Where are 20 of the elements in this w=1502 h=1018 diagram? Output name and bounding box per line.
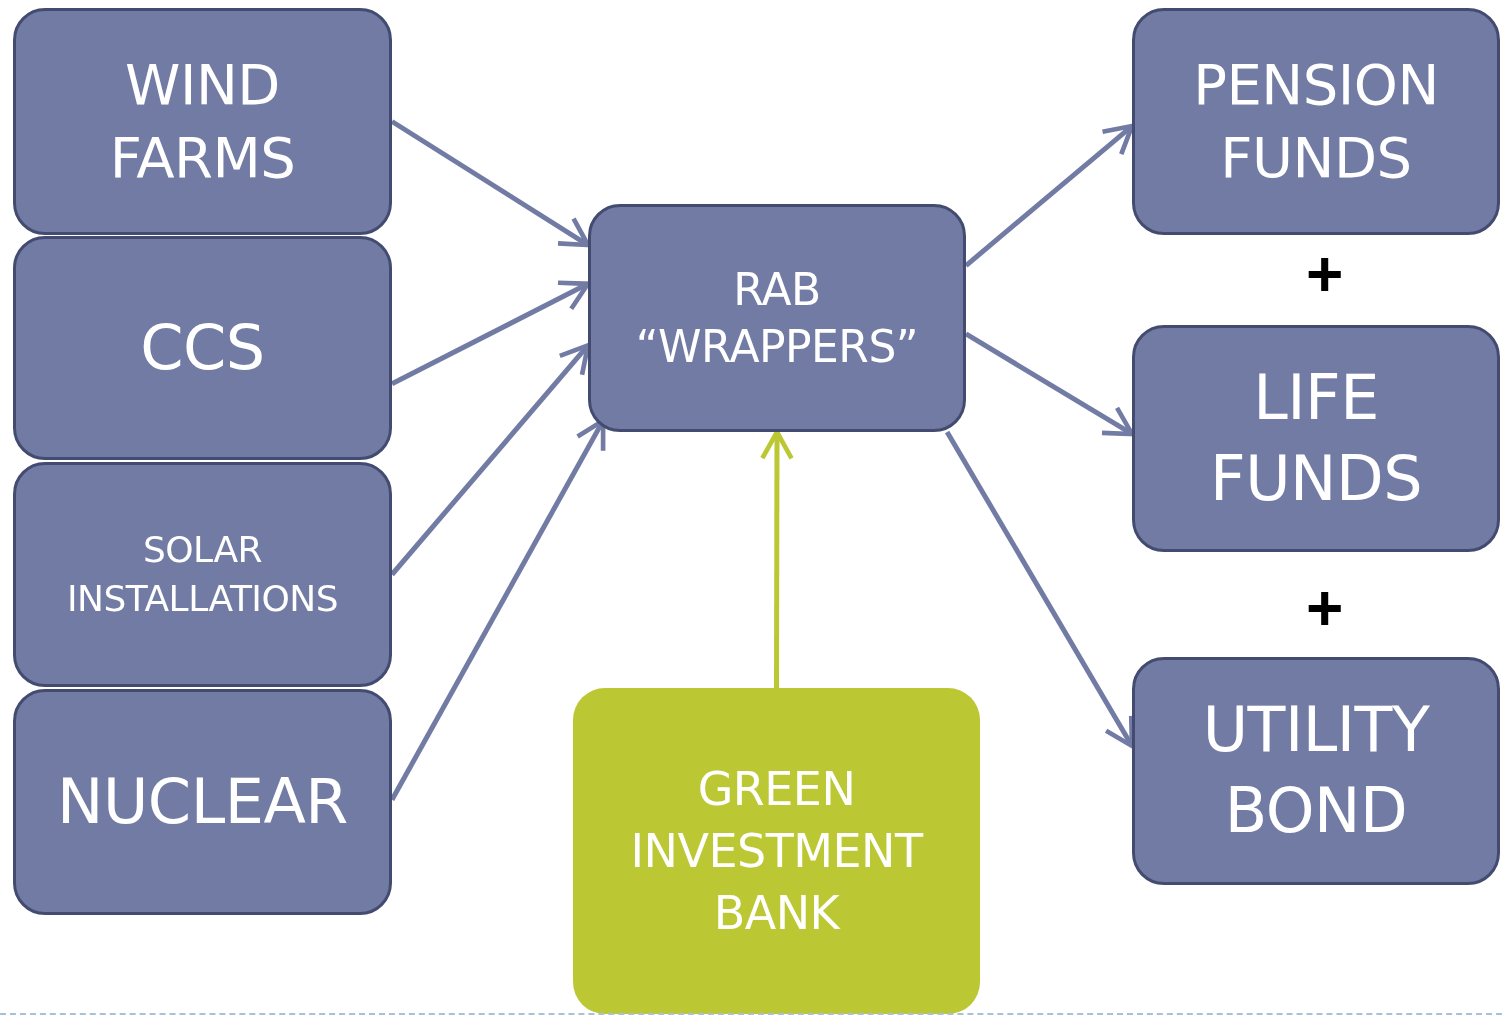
node-label: GREEN INVESTMENT BANK bbox=[629, 760, 925, 943]
node-label: NUCLEAR bbox=[57, 764, 348, 840]
process-box bbox=[13, 236, 392, 460]
process-box bbox=[13, 462, 392, 687]
node-label: SOLAR INSTALLATIONS bbox=[65, 527, 340, 621]
process-box bbox=[13, 8, 392, 235]
process-box bbox=[1132, 8, 1500, 235]
node-label: PENSION FUNDS bbox=[1192, 50, 1440, 192]
process-box bbox=[588, 204, 966, 432]
process-box bbox=[1132, 657, 1500, 885]
process-box bbox=[1132, 325, 1500, 552]
node-label: LIFE FUNDS bbox=[1209, 359, 1423, 517]
plus-sign: + bbox=[1306, 242, 1344, 306]
process-box bbox=[13, 689, 392, 915]
node-label: UTILITY BOND bbox=[1201, 692, 1431, 849]
bank-box bbox=[573, 688, 980, 1014]
node-label: WIND FARMS bbox=[108, 50, 297, 192]
node-label: RAB “WRAPPERS” bbox=[634, 262, 920, 374]
plus-sign: + bbox=[1306, 576, 1344, 640]
node-label: CCS bbox=[140, 310, 265, 386]
